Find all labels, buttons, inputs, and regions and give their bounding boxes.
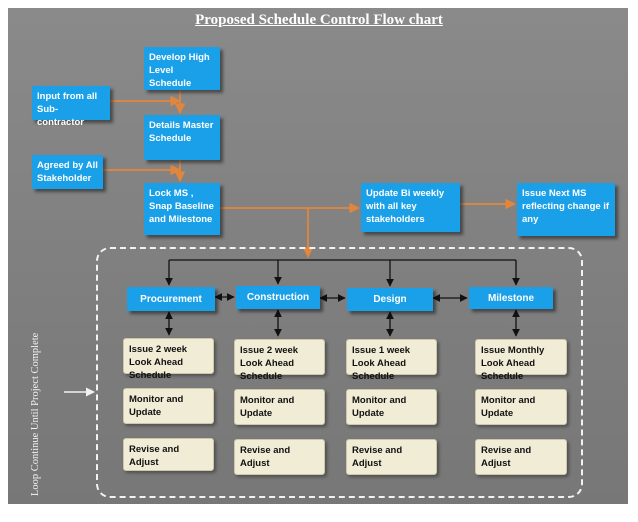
procurement-revise-box: Revise and Adjust [123,438,214,471]
design-monitor-box: Monitor and Update [346,389,437,425]
loop-boundary [96,247,583,498]
procurement-monitor-box: Monitor and Update [123,388,214,424]
construction-revise-box: Revise and Adjust [234,439,325,475]
milestone-monitor-box: Monitor and Update [475,389,567,425]
agreed-stakeholder-box: Agreed by All Stakeholder [32,155,103,189]
category-construction: Construction [236,286,320,309]
issue-next-ms-box: Issue Next MS reflecting change if any [517,183,615,236]
construction-lookahead-box: Issue 2 week Look Ahead Schedule [234,339,325,382]
update-biweekly-box: Update Bi weekly with all key stakeholde… [361,183,460,232]
milestone-lookahead-box: Issue Monthly Look Ahead Schedule [475,339,567,382]
category-milestone: Milestone [469,287,553,309]
details-master-schedule-box: Details Master Schedule [144,115,220,160]
design-revise-box: Revise and Adjust [346,439,437,475]
construction-monitor-box: Monitor and Update [234,389,325,425]
milestone-revise-box: Revise and Adjust [475,439,567,475]
develop-schedule-box: Develop High Level Schedule [144,47,220,90]
design-lookahead-box: Issue 1 week Look Ahead Schedule [346,339,437,382]
page-title: Proposed Schedule Control Flow chart [195,12,443,28]
loop-label: Loop Continue Until Project Complete [30,332,41,496]
category-procurement: Procurement [127,287,215,311]
procurement-lookahead-box: Issue 2 week Look Ahead Schedule [123,338,214,381]
input-subcontractor-box: Input from all Sub-contractor [32,86,110,128]
lock-ms-box: Lock MS , Snap Baseline and Milestone [144,183,220,235]
category-design: Design [347,288,433,311]
